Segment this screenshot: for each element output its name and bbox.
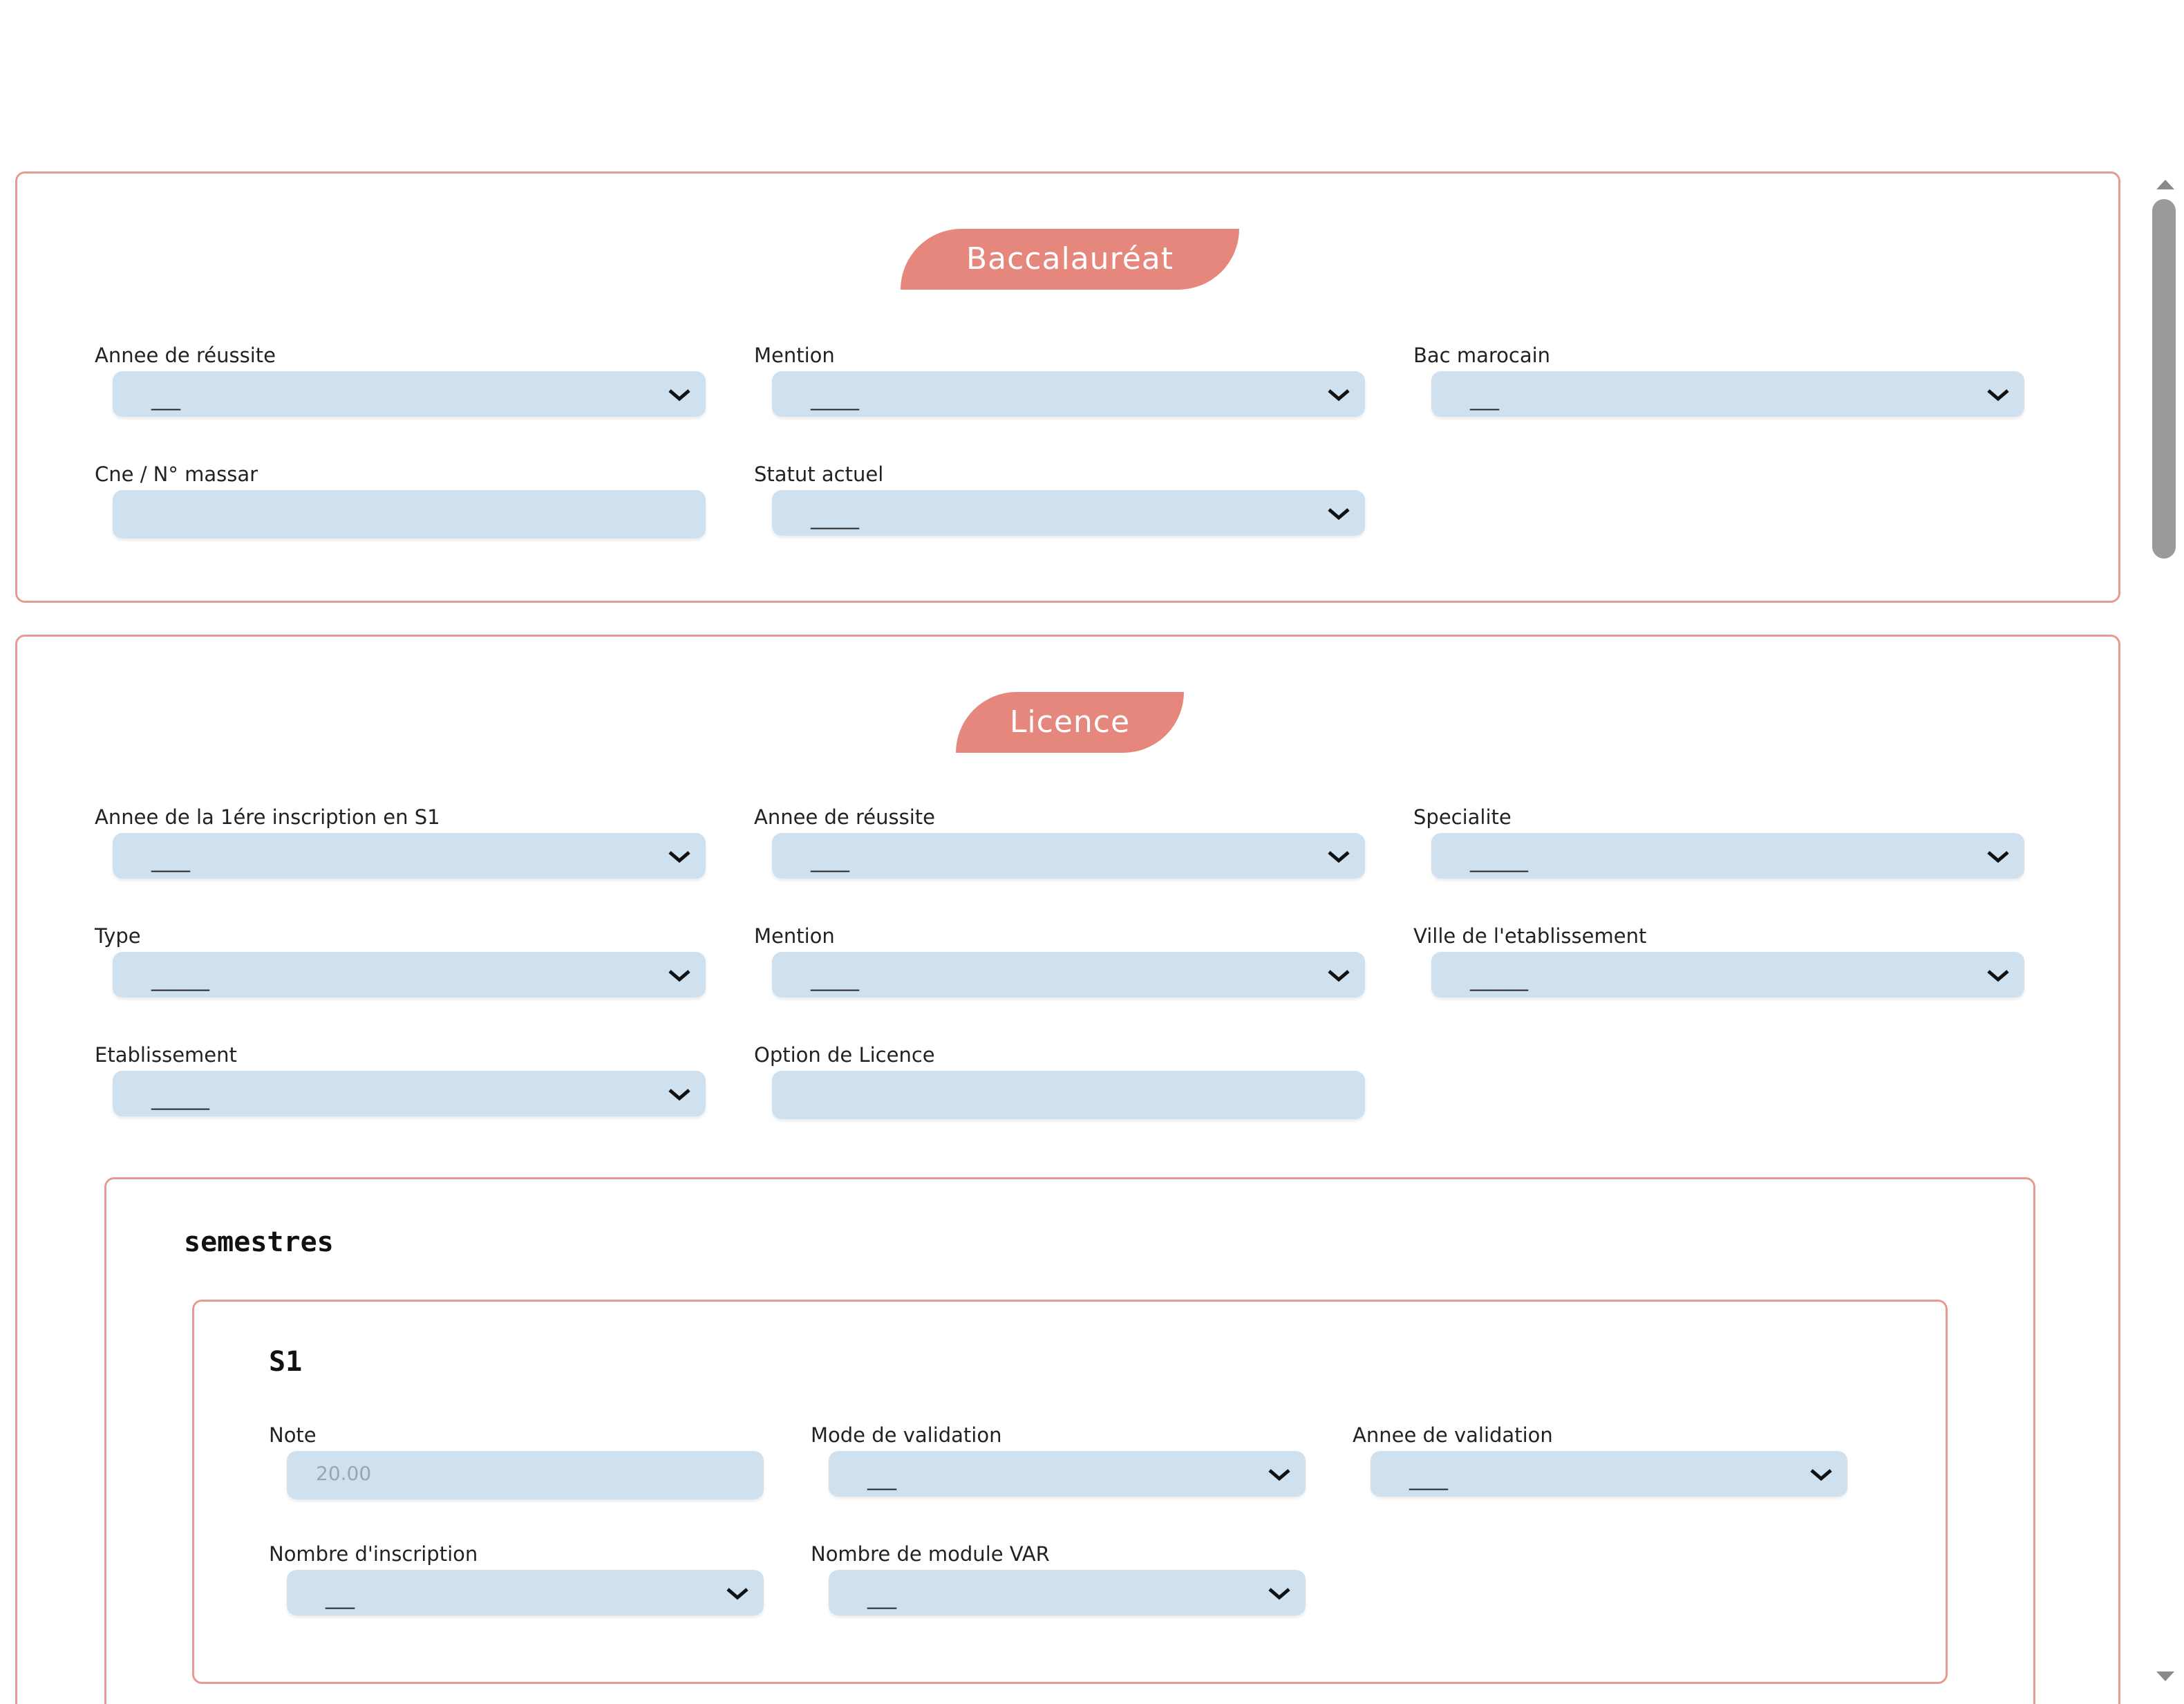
- chevron-down-icon: [668, 389, 690, 402]
- licence-type-value: ______: [151, 968, 209, 991]
- s1-annee-value: ____: [1409, 1468, 1448, 1490]
- chevron-down-icon: [668, 970, 690, 982]
- scrollbar-thumb[interactable]: [2152, 199, 2176, 559]
- chevron-down-icon: [1987, 851, 2009, 863]
- s1-nb-var-value: ___: [867, 1586, 896, 1609]
- baccalaureat-section: Baccalauréat Annee de réussite ___ Menti…: [15, 171, 2120, 603]
- licence-annee-reussite-label: Annee de réussite: [754, 805, 935, 829]
- s1-annee-label: Annee de validation: [1353, 1423, 1553, 1447]
- licence-type-select[interactable]: ______: [113, 952, 706, 998]
- bac-mention-value: _____: [811, 388, 859, 411]
- s1-mode-value: ___: [867, 1468, 896, 1490]
- licence-annee-reussite-value: ____: [811, 850, 849, 872]
- licence-ville-select[interactable]: ______: [1431, 952, 2024, 998]
- s1-mode-label: Mode de validation: [811, 1423, 1002, 1447]
- s1-nb-inscription-select[interactable]: ___: [287, 1570, 764, 1616]
- semestres-box: semestres S1 Note 20.00 Mode de validati…: [104, 1177, 2035, 1704]
- licence-mention-value: _____: [811, 968, 859, 991]
- licence-etablissement-label: Etablissement: [95, 1043, 237, 1067]
- chevron-down-icon: [1987, 970, 2009, 982]
- chevron-down-icon: [1328, 508, 1350, 521]
- baccalaureat-legend: Baccalauréat: [901, 229, 1239, 290]
- s1-note-input[interactable]: 20.00: [287, 1451, 764, 1499]
- licence-annee-inscription-label: Annee de la 1ére inscription en S1: [95, 805, 440, 829]
- licence-type-label: Type: [95, 924, 141, 948]
- s1-mode-select[interactable]: ___: [829, 1451, 1306, 1497]
- bac-statut-label: Statut actuel: [754, 462, 884, 486]
- bac-mention-label: Mention: [754, 344, 835, 367]
- chevron-down-icon: [668, 851, 690, 863]
- s1-annee-select[interactable]: ____: [1371, 1451, 1847, 1497]
- licence-legend: Licence: [956, 692, 1184, 753]
- s1-note-label: Note: [269, 1423, 317, 1447]
- licence-ville-value: ______: [1470, 968, 1528, 991]
- s1-nb-inscription-value: ___: [326, 1586, 355, 1609]
- semestres-title: semestres: [184, 1226, 334, 1258]
- licence-annee-inscription-value: ____: [151, 850, 190, 872]
- bac-cne-label: Cne / N° massar: [95, 462, 258, 486]
- licence-mention-label: Mention: [754, 924, 835, 948]
- chevron-down-icon: [1328, 970, 1350, 982]
- s1-nb-var-select[interactable]: ___: [829, 1570, 1306, 1616]
- chevron-down-icon: [1328, 389, 1350, 402]
- licence-option-input[interactable]: [772, 1071, 1365, 1119]
- bac-mention-select[interactable]: _____: [772, 371, 1365, 417]
- chevron-down-icon: [726, 1588, 749, 1600]
- licence-annee-inscription-select[interactable]: ____: [113, 833, 706, 879]
- semester-s1-box: S1 Note 20.00 Mode de validation ___ Ann…: [192, 1300, 1948, 1684]
- licence-etablissement-select[interactable]: ______: [113, 1071, 706, 1116]
- bac-annee-select[interactable]: ___: [113, 371, 706, 417]
- licence-mention-select[interactable]: _____: [772, 952, 1365, 998]
- chevron-down-icon: [1810, 1469, 1832, 1481]
- chevron-down-icon: [668, 1089, 690, 1101]
- bac-cne-input[interactable]: [113, 490, 706, 539]
- vertical-scrollbar[interactable]: [2147, 166, 2184, 1704]
- chevron-down-icon: [1328, 851, 1350, 863]
- arrow-up-icon[interactable]: [2154, 176, 2177, 194]
- chevron-down-icon: [1987, 389, 2009, 402]
- arrow-down-icon[interactable]: [2154, 1667, 2177, 1685]
- bac-statut-value: _____: [811, 507, 859, 530]
- chevron-down-icon: [1268, 1588, 1290, 1600]
- bac-marocain-label: Bac marocain: [1413, 344, 1551, 367]
- licence-ville-label: Ville de l'etablissement: [1413, 924, 1647, 948]
- chevron-down-icon: [1268, 1469, 1290, 1481]
- licence-etablissement-value: ______: [151, 1087, 209, 1110]
- licence-specialite-label: Specialite: [1413, 805, 1512, 829]
- s1-nb-var-label: Nombre de module VAR: [811, 1542, 1050, 1566]
- bac-marocain-select[interactable]: ___: [1431, 371, 2024, 417]
- bac-annee-value: ___: [151, 388, 180, 411]
- s1-title: S1: [269, 1346, 303, 1378]
- bac-statut-select[interactable]: _____: [772, 490, 1365, 536]
- s1-nb-inscription-label: Nombre d'inscription: [269, 1542, 478, 1566]
- licence-annee-reussite-select[interactable]: ____: [772, 833, 1365, 879]
- licence-specialite-select[interactable]: ______: [1431, 833, 2024, 879]
- bac-annee-label: Annee de réussite: [95, 344, 276, 367]
- licence-specialite-value: ______: [1470, 850, 1528, 872]
- licence-section: Licence Annee de la 1ére inscription en …: [15, 635, 2120, 1704]
- s1-note-placeholder: 20.00: [316, 1462, 372, 1485]
- licence-option-label: Option de Licence: [754, 1043, 935, 1067]
- bac-marocain-value: ___: [1470, 388, 1499, 411]
